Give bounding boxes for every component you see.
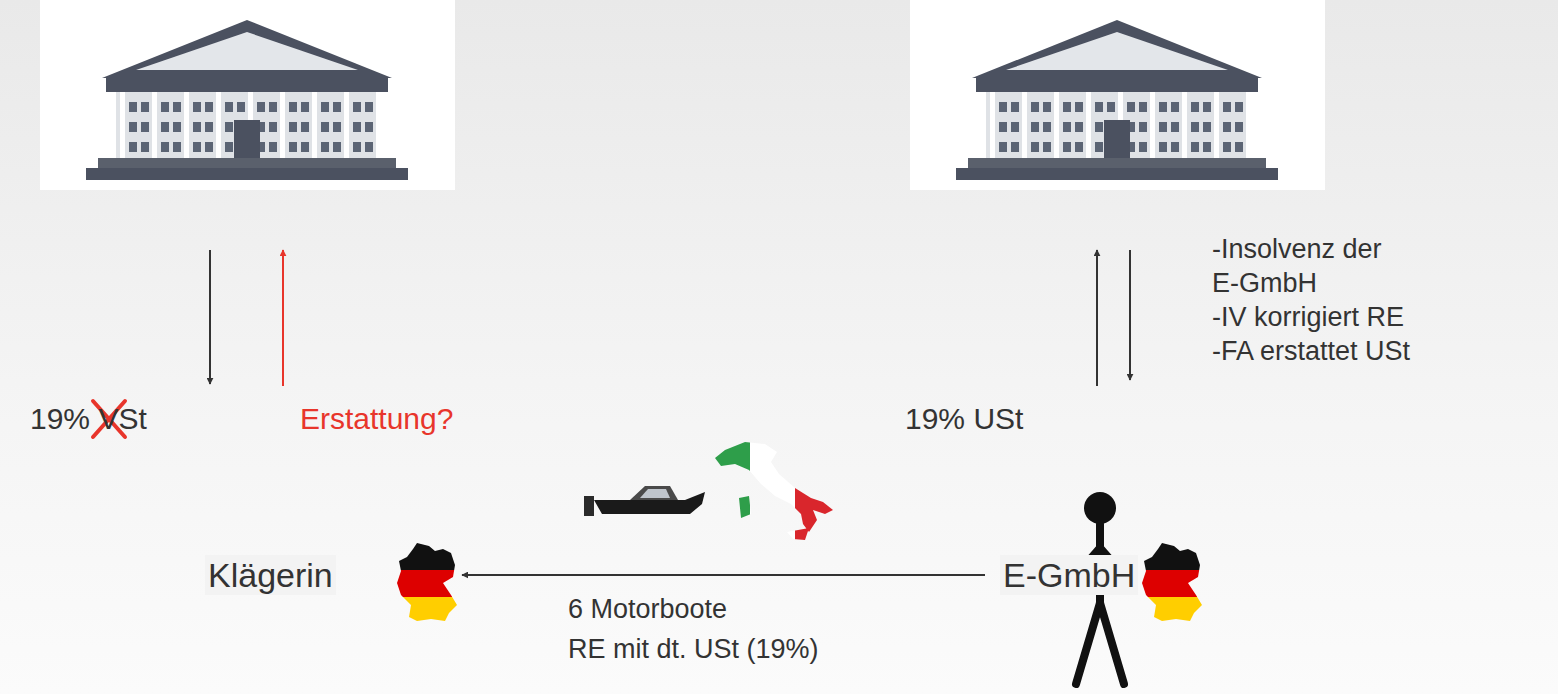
note-item: -IV korrigiert RE xyxy=(1212,300,1404,334)
refund-question: Erstattung? xyxy=(300,400,453,438)
germany-map xyxy=(1140,543,1206,624)
note-item: -FA erstattet USt xyxy=(1212,334,1410,368)
party-name: Klägerin xyxy=(205,555,336,596)
flow-arrow xyxy=(1096,250,1098,386)
tax-label: 19% USt xyxy=(905,400,1023,438)
tax-office-building xyxy=(40,0,455,190)
italy-map xyxy=(705,440,841,542)
edge-label: 6 Motorboote xyxy=(568,592,727,626)
flow-arrow xyxy=(209,250,211,384)
refund-arrow xyxy=(282,250,284,386)
tax-office-building xyxy=(910,0,1325,190)
delivery-arrow xyxy=(462,574,985,576)
party-node: E-GmbH xyxy=(985,540,1220,610)
flow-arrow xyxy=(1129,250,1131,380)
boat-icon xyxy=(584,486,705,516)
germany-map xyxy=(395,543,461,624)
invoice-label: RE mit dt. USt (19%) xyxy=(568,632,819,666)
tax-label: 19% VSt xyxy=(30,400,147,438)
note-item: -Insolvenz der E-GmbH xyxy=(1212,232,1412,300)
party-name: E-GmbH xyxy=(1000,555,1138,596)
party-node: Klägerin xyxy=(200,540,462,610)
